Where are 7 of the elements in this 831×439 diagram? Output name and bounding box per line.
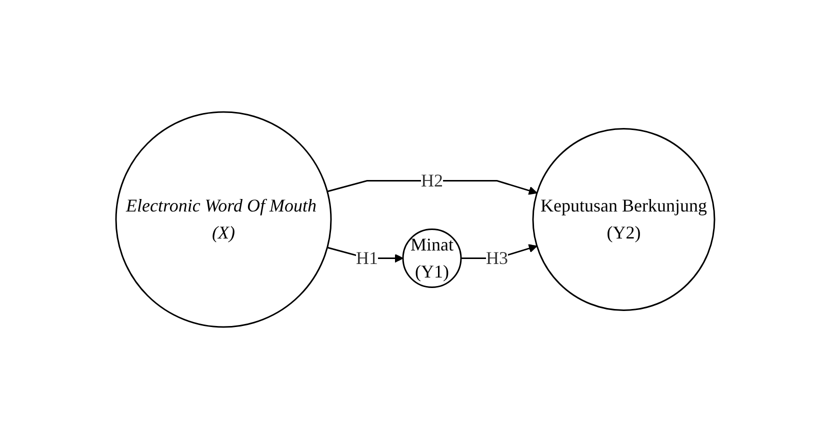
node-circle: Minat (Y1) (402, 228, 462, 288)
arrow (327, 180, 538, 195)
node-circle: Electronic Word Of Mouth (X) (116, 111, 332, 328)
edge-label: H3 (486, 248, 508, 268)
edge-label: H2 (421, 170, 444, 190)
node-circle: Keputusan Berkunjung (Y2) (532, 128, 716, 311)
edge-label: H1 (356, 248, 378, 268)
